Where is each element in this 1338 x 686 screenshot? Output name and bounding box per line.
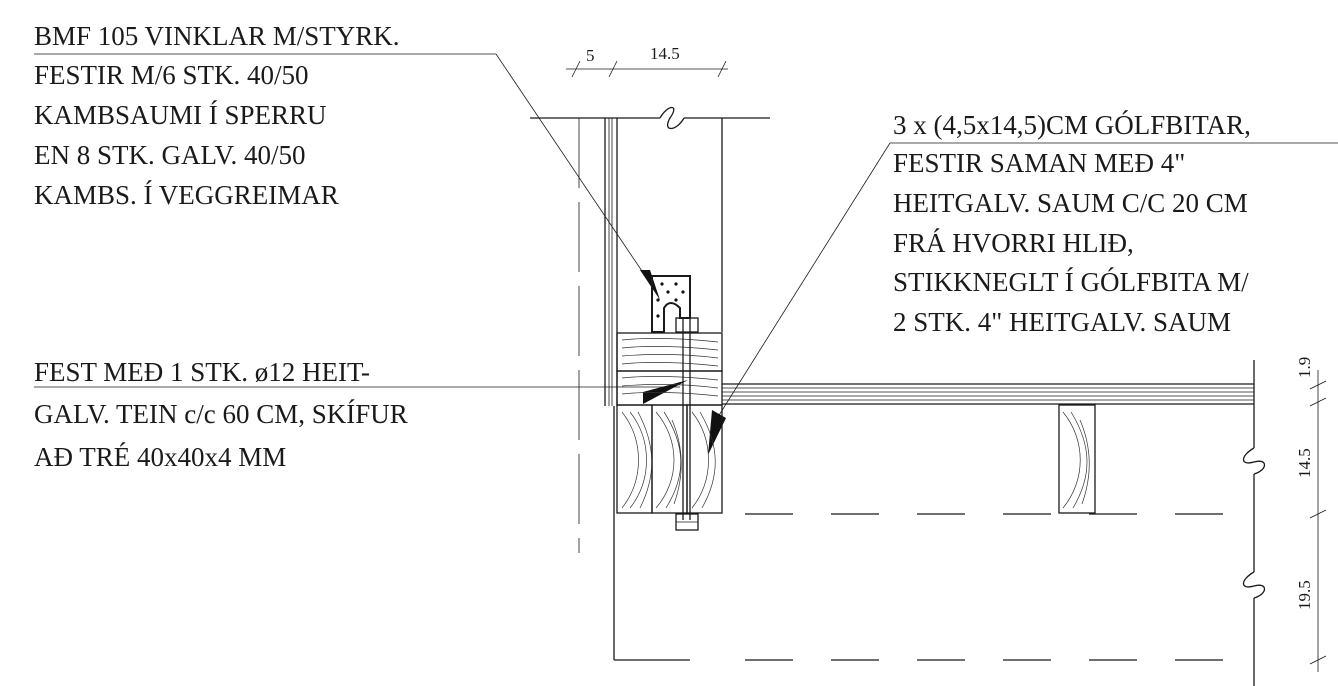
dashed-lines: [745, 513, 1254, 661]
floor-deck: [722, 383, 1254, 405]
floor-joist: [1058, 404, 1096, 514]
top-plates: [616, 332, 723, 406]
note-bracket-line-3: KAMBSAUMI Í SPERRU: [34, 100, 327, 130]
note-joists-line-5: STIKKNEGLT Í GÓLFBITA M/: [893, 267, 1249, 297]
dim-right-14-5: 14.5: [1295, 448, 1314, 478]
arrow-joists: [708, 410, 726, 455]
dimension-right: 1.9 14.5 19.5: [1295, 357, 1327, 672]
note-bracket-line-4: EN 8 STK. GALV. 40/50: [34, 140, 306, 170]
angle-bracket: [651, 275, 691, 333]
note-bracket-line-1: BMF 105 VINKLAR M/STYRK.: [34, 21, 400, 51]
rim-joists: [616, 404, 723, 514]
note-joists-line-1: 3 x (4,5x14,5)CM GÓLFBITAR,: [893, 110, 1251, 140]
note-joists-line-6: 2 STK. 4" HEITGALV. SAUM: [893, 307, 1231, 337]
arrow-bracket: [640, 270, 660, 300]
dimension-top: 5 14.5: [566, 44, 728, 78]
dim-right-19-5: 19.5: [1295, 580, 1314, 610]
note-bracket-line-2: FESTIR M/6 STK. 40/50: [34, 60, 309, 90]
arrow-bolt: [643, 380, 688, 404]
dim-right-1-9: 1.9: [1295, 357, 1314, 378]
note-bolt-line-2: GALV. TEIN c/c 60 CM, SKÍFUR: [34, 399, 408, 429]
right-break-line: [1242, 360, 1266, 686]
note-bracket: BMF 105 VINKLAR M/STYRK. FESTIR M/6 STK.…: [34, 21, 400, 210]
note-bracket-line-5: KAMBS. Í VEGGREIMAR: [34, 180, 339, 210]
note-bolt-line-1: FEST MEÐ 1 STK. ø12 HEIT-: [34, 357, 370, 387]
note-joists-line-3: HEITGALV. SAUM C/C 20 CM: [893, 188, 1248, 218]
dim-top-14-5: 14.5: [650, 44, 680, 63]
leader-bolt: [34, 380, 688, 404]
leader-bracket: [34, 53, 660, 300]
note-joists: 3 x (4,5x14,5)CM GÓLFBITAR, FESTIR SAMAN…: [893, 110, 1251, 337]
note-joists-line-2: FESTIR SAMAN MEÐ 4": [893, 148, 1185, 178]
note-joists-line-4: FRÁ HVORRI HLIÐ,: [893, 228, 1134, 258]
dim-top-5: 5: [586, 46, 595, 65]
note-bolt: FEST MEÐ 1 STK. ø12 HEIT- GALV. TEIN c/c…: [34, 357, 408, 472]
note-bolt-line-3: AÐ TRÉ 40x40x4 MM: [34, 442, 286, 472]
